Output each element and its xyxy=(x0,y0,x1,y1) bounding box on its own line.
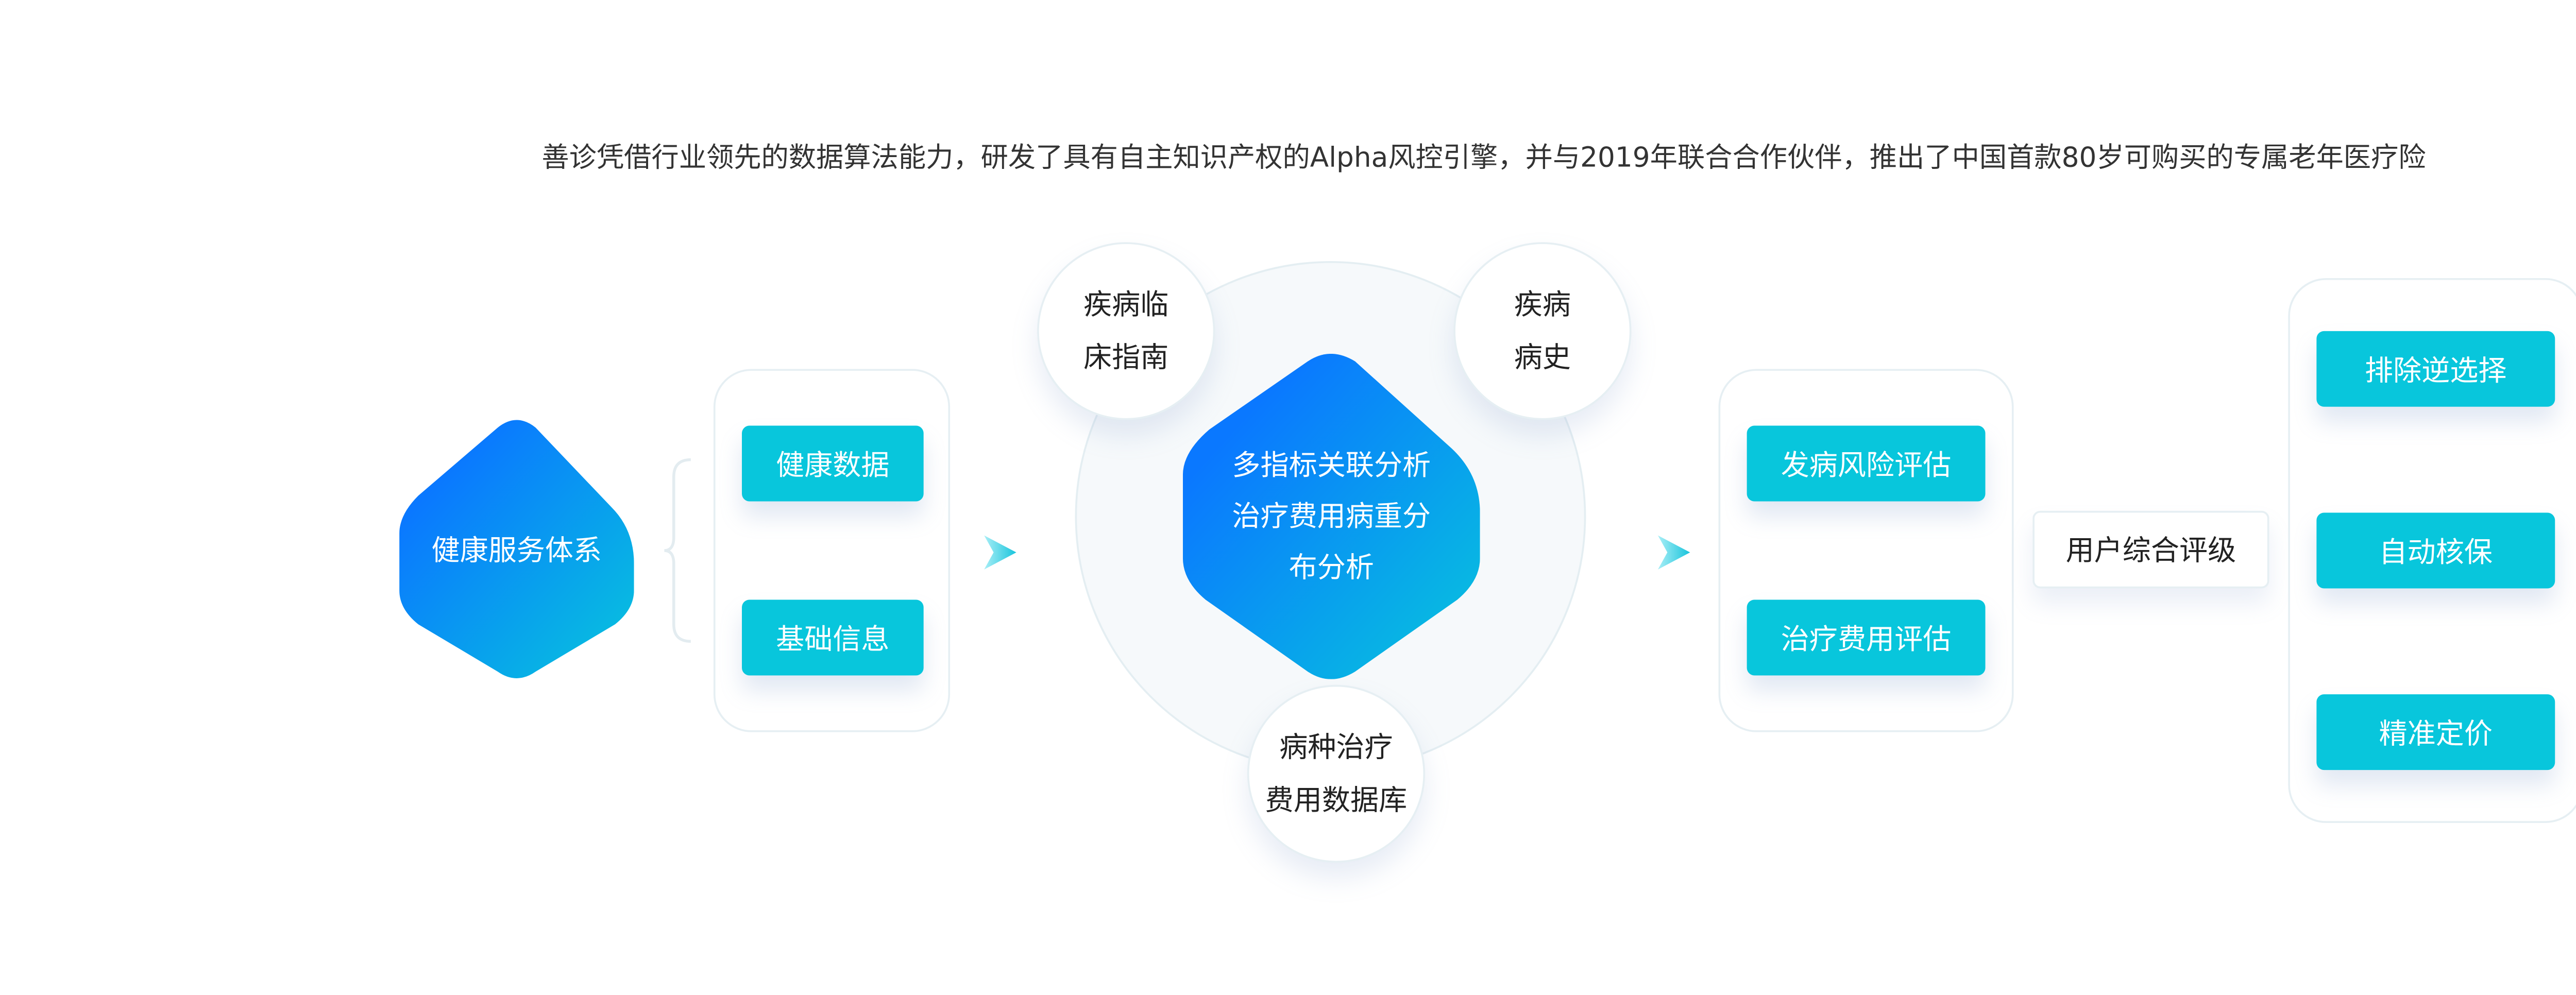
health-service-hexagon: 健康服务体系 xyxy=(399,420,634,679)
diagram-title: 善诊凭借行业领先的数据算法能力，研发了具有自主知识产权的Alpha风控引擎，并与… xyxy=(541,144,2426,174)
treatment-cost-box: 治疗费用评估 xyxy=(1747,599,1986,676)
chevron-right-icon xyxy=(984,535,1016,570)
engine-center-label: 多指标关联分析治疗费用病重分布分析 xyxy=(1232,447,1431,584)
engine-hexagon: 多指标关联分析治疗费用病重分布分析 xyxy=(1182,353,1480,679)
clinical-guideline-circle: 疾病临床指南 xyxy=(1037,242,1215,420)
source-card xyxy=(713,369,951,732)
auto-underwriting-box: 自动核保 xyxy=(2316,512,2555,589)
basic-info-box: 基础信息 xyxy=(742,599,924,676)
chevron-right-icon xyxy=(1657,535,1690,570)
precise-pricing-box: 精准定价 xyxy=(2316,694,2555,770)
assessment-card xyxy=(1718,369,2014,732)
bracket-icon xyxy=(664,458,691,643)
health-data-box: 健康数据 xyxy=(742,425,924,502)
user-rating-box: 用户综合评级 xyxy=(2032,510,2269,589)
disease-history-circle: 疾病病史 xyxy=(1453,242,1632,420)
onset-risk-box: 发病风险评估 xyxy=(1747,425,1986,502)
cost-database-circle: 病种治疗费用数据库 xyxy=(1247,684,1426,863)
hexagon-label: 健康服务体系 xyxy=(431,533,602,568)
exclude-adverse-selection-box: 排除逆选择 xyxy=(2316,331,2555,407)
